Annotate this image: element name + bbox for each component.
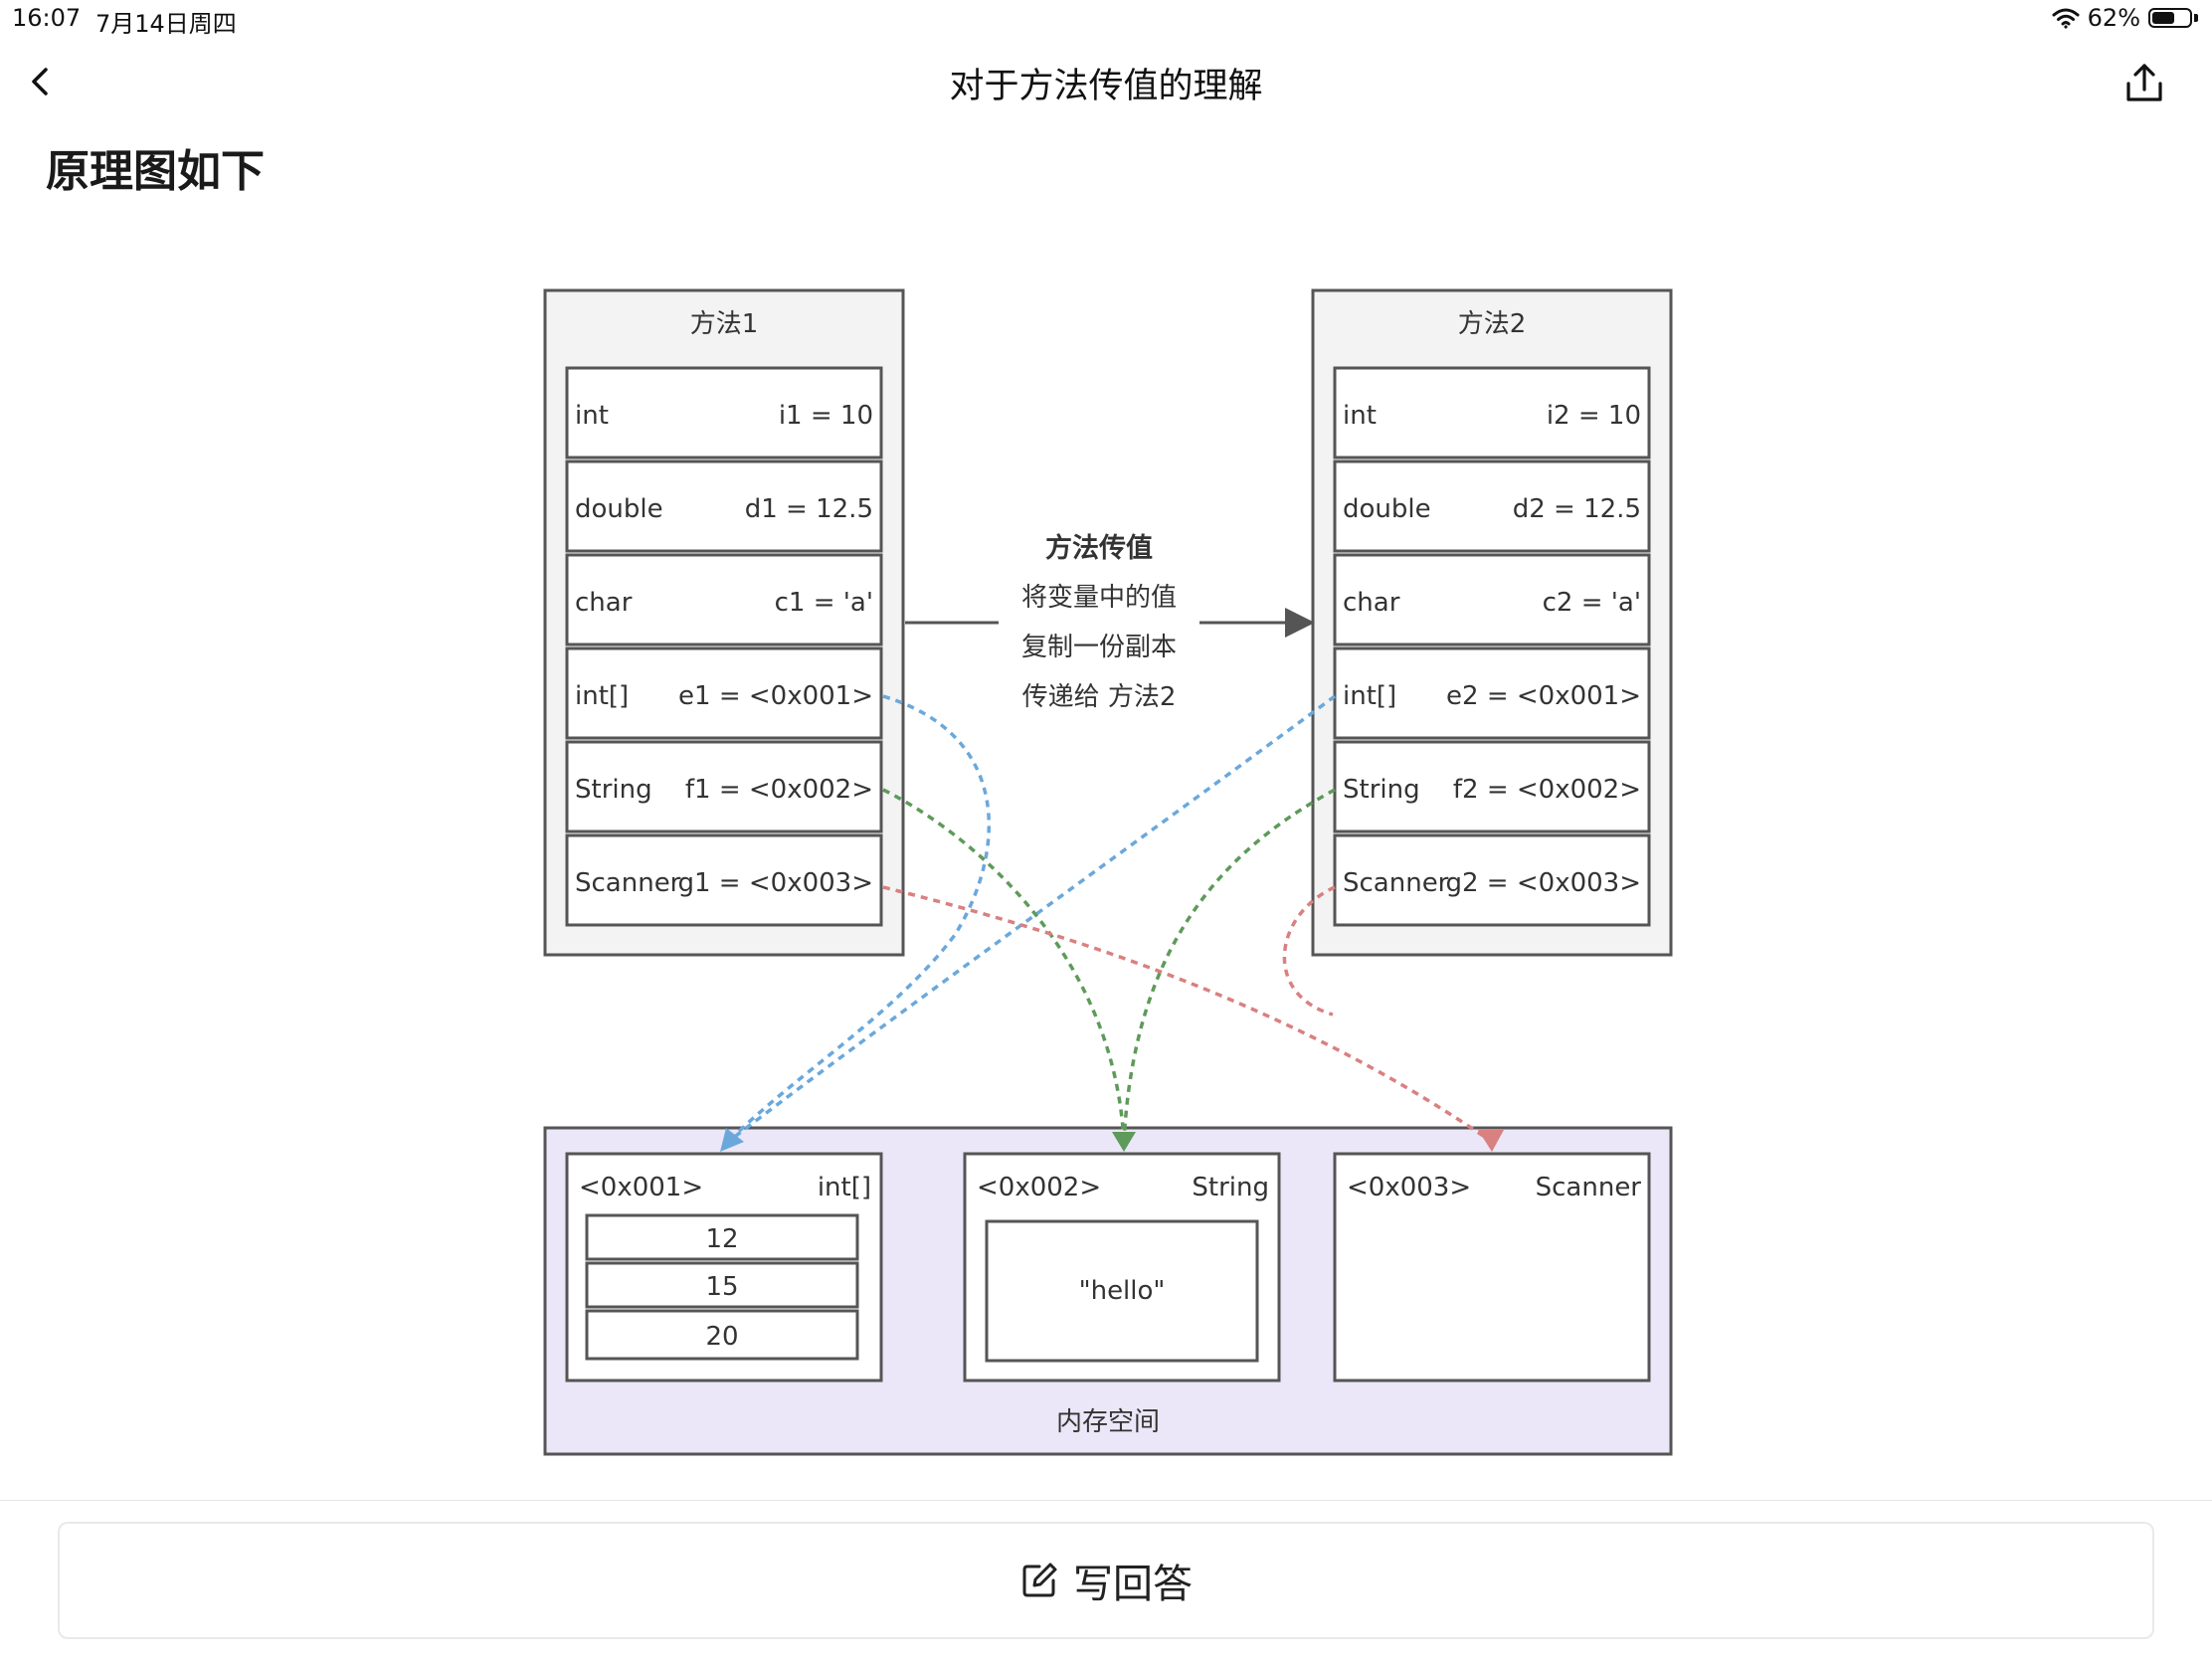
ref-e1-arrow (726, 694, 992, 1144)
footer-divider (0, 1500, 2212, 1501)
memory-block1-type: int[] (818, 1173, 871, 1202)
method1-row-box (565, 553, 883, 646)
method1-row-type: int[] (575, 681, 629, 711)
write-answer-button[interactable]: 写回答 (58, 1522, 2154, 1639)
memory-block2-type: String (1192, 1173, 1269, 1202)
transfer-line2: 复制一份副本 (1021, 633, 1177, 662)
method2-row: char c2 = 'a' (1333, 553, 1651, 646)
memory-block3-type: Scanner (1536, 1173, 1642, 1202)
ref-g2-arrow (1282, 885, 1336, 1016)
memory-block-scanner: <0x003> Scanner (1333, 1152, 1651, 1382)
method2-row-value: e2 = <0x001> (1446, 681, 1641, 711)
method1-row-value: d1 = 12.5 (745, 494, 873, 524)
method1-row-type: char (575, 588, 633, 618)
battery-icon (2148, 8, 2192, 28)
memory-block-string: <0x002> String "hello" (963, 1152, 1281, 1382)
method1-row-box (565, 460, 883, 553)
status-time: 16:07 (12, 4, 82, 32)
method1-row-box (565, 366, 883, 460)
method1-row: String f1 = <0x002> (565, 740, 883, 833)
method1-row-value: c1 = 'a' (775, 588, 873, 618)
method1-row-value: e1 = <0x001> (678, 681, 873, 711)
battery-percent: 62% (2087, 4, 2140, 32)
write-answer-label: 写回答 (1073, 1562, 1193, 1607)
arrowhead-red (1478, 1130, 1504, 1152)
method2-row-type: char (1343, 588, 1400, 618)
ref-e2-arrow (726, 694, 1337, 1144)
transfer-line1: 将变量中的值 (1021, 583, 1177, 613)
string-content: "hello" (1079, 1276, 1166, 1306)
battery-tip (2194, 14, 2198, 22)
battery-fill (2152, 12, 2174, 24)
method2-row: String f2 = <0x002> (1333, 740, 1651, 833)
method1-row-box (565, 646, 883, 740)
method1-row-value: g1 = <0x003> (678, 868, 874, 898)
share-icon[interactable] (2120, 60, 2168, 107)
memory-block1-addr: <0x001> (579, 1173, 703, 1202)
method2-row: int[] e2 = <0x001> (1333, 646, 1651, 740)
memory-label: 内存空间 (1056, 1407, 1160, 1437)
method2-row-value: i2 = 10 (1547, 401, 1641, 431)
method1-row-value: i1 = 10 (779, 401, 873, 431)
back-chevron-icon[interactable] (26, 62, 56, 101)
method2-row: double d2 = 12.5 (1333, 460, 1651, 553)
method2-row-type: int (1343, 401, 1377, 431)
wifi-icon (2052, 8, 2080, 29)
method1-row: char c1 = 'a' (565, 553, 883, 646)
method1-row-box (565, 833, 883, 927)
method2-row-box (1333, 833, 1651, 927)
arrowhead-green (1112, 1132, 1136, 1152)
transfer-line3: 传递给 方法2 (1022, 682, 1177, 712)
transfer-title: 方法传值 (1045, 532, 1153, 564)
status-date: 7月14日周四 (95, 10, 237, 38)
ref-g1-arrow (882, 885, 1493, 1144)
method1-row-box (565, 740, 883, 833)
method2-row-value: c2 = 'a' (1543, 588, 1641, 618)
method2-title: 方法2 (1458, 309, 1527, 339)
array-item-2: 15 (705, 1272, 738, 1302)
method2-row-box (1333, 366, 1651, 460)
method2-row: int i2 = 10 (1333, 366, 1651, 460)
method1-row: int i1 = 10 (565, 366, 883, 460)
ref-f1-arrow (882, 788, 1126, 1143)
reference-arrows (726, 694, 1493, 1144)
method1-row-type: Scanner (575, 868, 681, 898)
memory-block-int-array: <0x001> int[] 12 15 20 (565, 1152, 883, 1382)
method2-row-value: f2 = <0x002> (1453, 775, 1641, 805)
method2-row-box (1333, 460, 1651, 553)
status-indicators: 62% (2052, 4, 2198, 32)
content-heading: 原理图如下 (46, 146, 265, 197)
method1-row-value: f1 = <0x002> (685, 775, 873, 805)
edit-icon (1022, 1563, 1057, 1597)
memory-block2-addr: <0x002> (977, 1173, 1101, 1202)
arrowhead-blue (720, 1128, 744, 1152)
page-title: 对于方法传值的理解 (949, 67, 1263, 106)
method2-row-box (1333, 646, 1651, 740)
method2-row-type: int[] (1343, 681, 1396, 711)
memory-block3-addr: <0x003> (1347, 1173, 1471, 1202)
method2-row-box (1333, 553, 1651, 646)
method2-row-value: g2 = <0x003> (1446, 868, 1642, 898)
method1-row: double d1 = 12.5 (565, 460, 883, 553)
array-item-1: 12 (705, 1224, 738, 1254)
method2-row-box (1333, 740, 1651, 833)
method2-row-value: d2 = 12.5 (1513, 494, 1641, 524)
method1-title: 方法1 (690, 309, 759, 339)
method2-row-type: Scanner (1343, 868, 1449, 898)
status-bar: 16:07 7月14日周四 62% (0, 0, 2212, 40)
array-item-3: 20 (705, 1322, 738, 1352)
method1-row: int[] e1 = <0x001> (565, 646, 883, 740)
method1-row-type: int (575, 401, 609, 431)
method2-row-type: double (1343, 494, 1431, 524)
method2-row-type: String (1343, 775, 1420, 805)
method1-row-type: String (575, 775, 652, 805)
ref-f2-arrow (1122, 788, 1336, 1143)
method1-row-type: double (575, 494, 663, 524)
